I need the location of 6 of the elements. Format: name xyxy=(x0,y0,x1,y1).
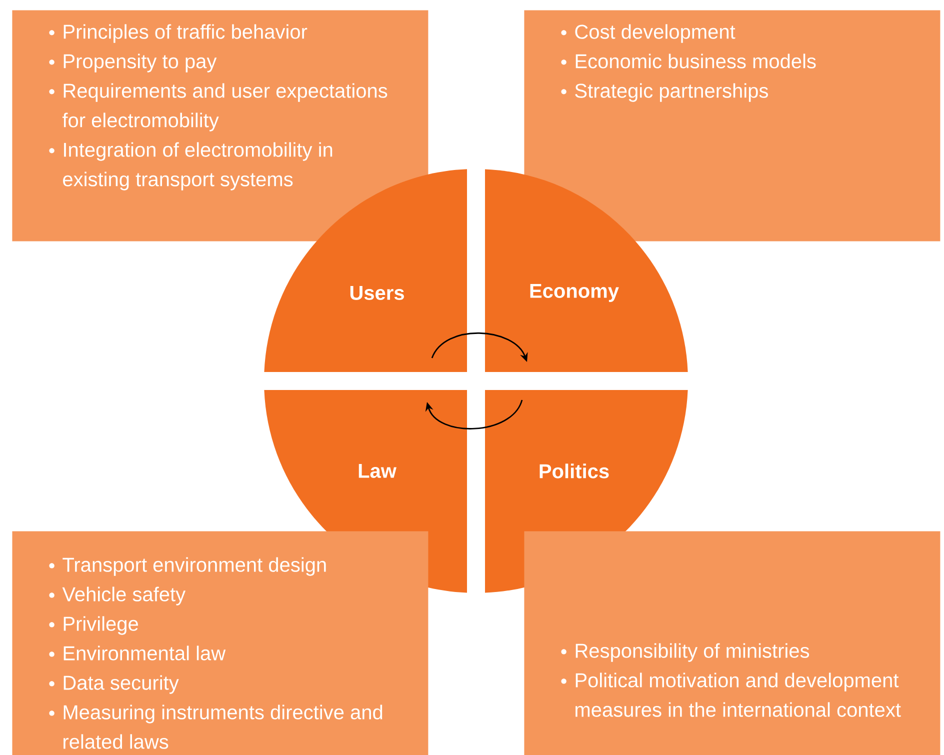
text-box: Responsibility of ministries Political motivation and development measures in the international context xyxy=(524,531,940,755)
quadrant: Economy xyxy=(485,169,688,372)
text-box: Transport environment design Vehicle safety Privilege Environmental law Data security Measuring instruments directive and related laws xyxy=(12,531,428,755)
text-box: Cost development Economic business models Strategic partnerships xyxy=(524,10,940,242)
text-box: Principles of traffic behavior Propensity to pay Requirements and user expectations for electromobility Integration of electromobility in existing transport systems xyxy=(12,10,428,242)
cycle-arrow xyxy=(425,400,523,430)
